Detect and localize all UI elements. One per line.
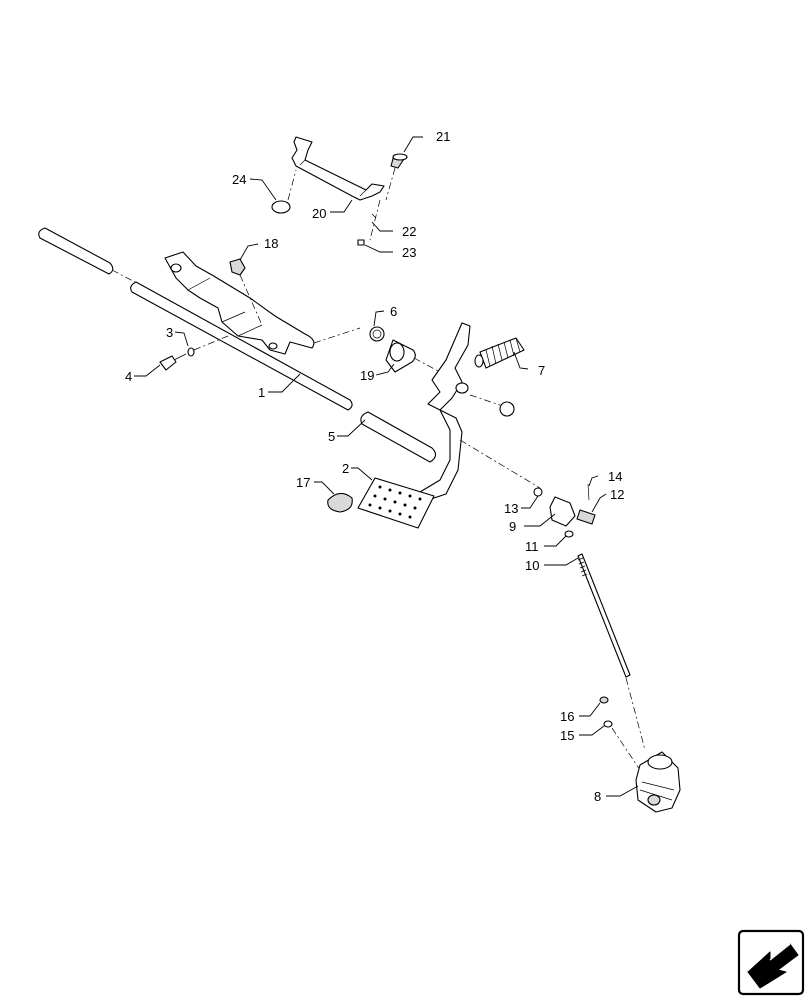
callout-6: 6 [390,304,397,319]
ring-part-6 [369,326,385,342]
callout-3: 3 [166,325,173,340]
pedal-assembly [357,322,541,529]
pedal-arm-upper [427,322,471,411]
callout-10: 10 [525,558,539,573]
callout-7: 7 [538,363,545,378]
next-page-arrow-icon[interactable] [737,929,805,996]
pin-part-12 [576,509,596,525]
rod-part-10 [577,553,631,678]
pin-part-13 [533,487,543,497]
callout-23: 23 [402,245,416,260]
callout-15: 15 [560,728,574,743]
shaft-bracket [164,251,315,355]
clip-part-24 [271,200,291,214]
washer-part-3 [187,347,195,357]
callout-4: 4 [125,369,132,384]
callout-2: 2 [342,461,349,476]
screw-part-4 [159,355,177,371]
leader-lines [134,136,639,797]
callout-5: 5 [328,429,335,444]
cap-part-17 [327,492,353,513]
pedal-washer [499,401,515,417]
bolt-part-18 [229,258,246,276]
left-grip [38,227,114,275]
callout-labels: 21 24 20 22 23 18 6 7 19 3 4 1 5 2 17 14… [125,129,624,804]
callout-18: 18 [264,236,278,251]
nut-part-11 [564,530,574,538]
callout-16: 16 [560,709,574,724]
callout-19: 19 [360,368,374,383]
nut-part-23 [357,239,365,246]
valve-assembly [599,696,681,813]
shaft-assembly [38,227,437,463]
callout-17: 17 [296,475,310,490]
clevis-part-9 [549,496,576,527]
callout-13: 13 [504,501,518,516]
bolt-part-16 [599,696,609,704]
callout-11: 11 [525,539,539,554]
callout-9: 9 [509,519,516,534]
callout-8: 8 [594,789,601,804]
grip-part-5 [360,411,437,463]
callout-22: 22 [402,224,416,239]
callout-14: 14 [608,469,622,484]
callout-24: 24 [232,172,246,187]
callout-12: 12 [610,487,624,502]
callout-1: 1 [258,385,265,400]
pedal-pad-pattern [368,485,422,519]
shaft-part-1 [130,281,353,411]
linkage-assembly [533,483,646,751]
bracket-assembly [271,136,408,246]
spring-part-7 [474,337,525,369]
callout-20: 20 [312,206,326,221]
washer-part-15 [603,720,613,728]
callout-21: 21 [436,129,450,144]
bracket-part-20 [291,136,385,201]
